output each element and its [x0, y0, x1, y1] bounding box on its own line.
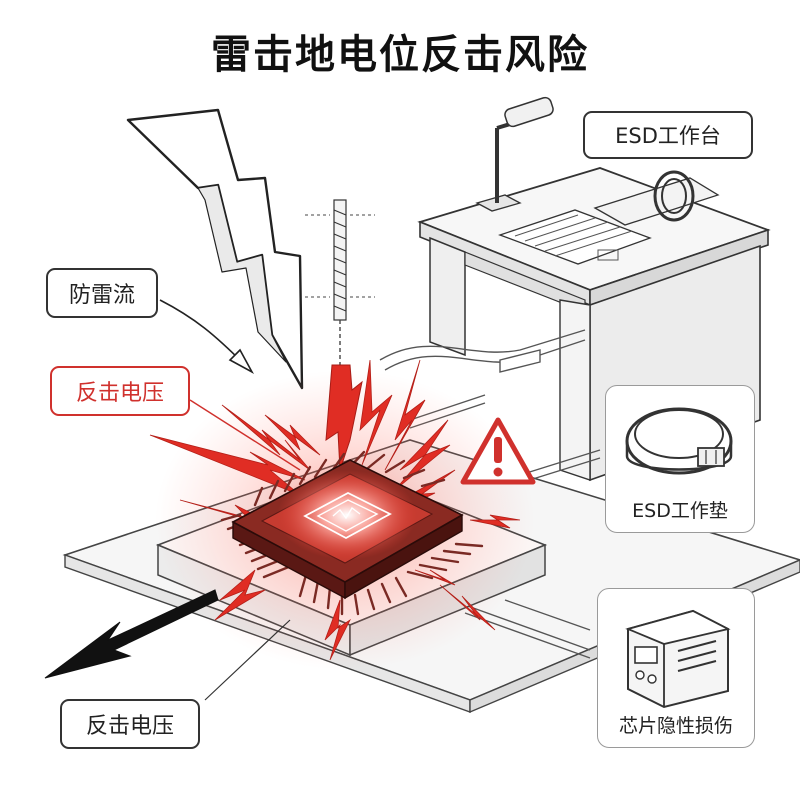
tester-device-icon [625, 609, 731, 709]
esd-mat-label: ESD工作垫 [632, 500, 728, 522]
counter-voltage-label-red: 反击电压 [50, 366, 190, 416]
esd-mat-ring-icon [625, 407, 733, 475]
ic-chip [220, 450, 484, 616]
esd-mat-card: ESD工作垫 [605, 385, 755, 533]
ground-arrow-icon [44, 589, 219, 679]
lightning-bolt-icon [126, 108, 304, 390]
down-conductor [305, 199, 375, 370]
esd-workbench-label: ESD工作台 [583, 111, 753, 159]
strike-arrow [325, 364, 363, 471]
chip-damage-card: 芯片隐性损伤 [597, 588, 755, 748]
red-sparks [149, 359, 521, 661]
ground-cables [379, 329, 601, 659]
page-title: 雷击地电位反击风险 [211, 32, 589, 78]
warning-triangle-icon [460, 417, 536, 485]
chip-damage-label: 芯片隐性损伤 [618, 715, 733, 737]
callout-pointers [189, 399, 301, 701]
lightning-current-label: 防雷流 [46, 268, 158, 318]
counter-voltage-label-bottom: 反击电压 [60, 699, 200, 749]
